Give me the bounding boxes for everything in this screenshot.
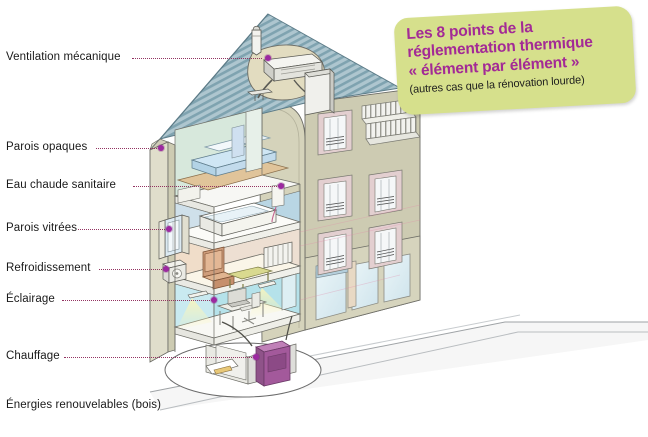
- internal-guide-lines: [299, 204, 421, 301]
- marker-eclairage: [211, 297, 217, 303]
- leader-parois-vitrees: [78, 229, 167, 230]
- label-ventilation-mecanique: Ventilation mécanique: [6, 51, 121, 63]
- facade-windows: [317, 109, 403, 276]
- marker-parois-opaques: [158, 145, 164, 151]
- marker-chauffage: [253, 354, 259, 360]
- callout-box: Les 8 points de la réglementation thermi…: [393, 5, 637, 116]
- attic-tank: [304, 68, 335, 116]
- wood-boiler: [254, 340, 292, 387]
- office-chair: [239, 291, 261, 325]
- label-parois-opaques: Parois opaques: [6, 141, 88, 153]
- cutaway-edges: [174, 108, 301, 352]
- room-office: [173, 272, 302, 346]
- label-parois-vitrees: Parois vitrées: [6, 222, 78, 234]
- label-chauffage: Chauffage: [6, 350, 60, 362]
- leader-parois-opaques: [96, 148, 159, 149]
- label-energies-renouvelables: Énergies renouvelables (bois): [6, 399, 162, 411]
- radiator: [263, 241, 293, 269]
- facade-right: [304, 87, 421, 331]
- wood-logs: [205, 358, 239, 375]
- attic-vmc-unit: [247, 53, 335, 116]
- room-bathroom: [173, 183, 302, 251]
- label-refroidissement: Refroidissement: [6, 262, 91, 274]
- lighting-fixtures: [176, 280, 284, 330]
- leader-eclairage: [62, 300, 212, 301]
- window-glazed-left: [158, 214, 190, 260]
- marker-refroidissement: [163, 266, 169, 272]
- leader-refroidissement: [99, 269, 164, 270]
- marker-ventilation-mecanique: [265, 55, 271, 61]
- leader-eau-chaude-sanitaire: [133, 186, 279, 187]
- roof-vent-pipe: [251, 25, 262, 56]
- room-living: [158, 214, 302, 296]
- leader-ventilation-mecanique: [132, 58, 262, 59]
- bathtub: [198, 202, 278, 237]
- label-eau-chaude-sanitaire: Eau chaude sanitaire: [6, 179, 117, 191]
- marker-parois-vitrees: [166, 226, 172, 232]
- shopfront-glazing: [315, 253, 411, 321]
- room-basement: [205, 315, 297, 387]
- leader-chauffage: [64, 357, 254, 358]
- sofa: [201, 246, 236, 290]
- label-eclairage: Éclairage: [6, 293, 55, 305]
- marker-eau-chaude-sanitaire: [278, 183, 284, 189]
